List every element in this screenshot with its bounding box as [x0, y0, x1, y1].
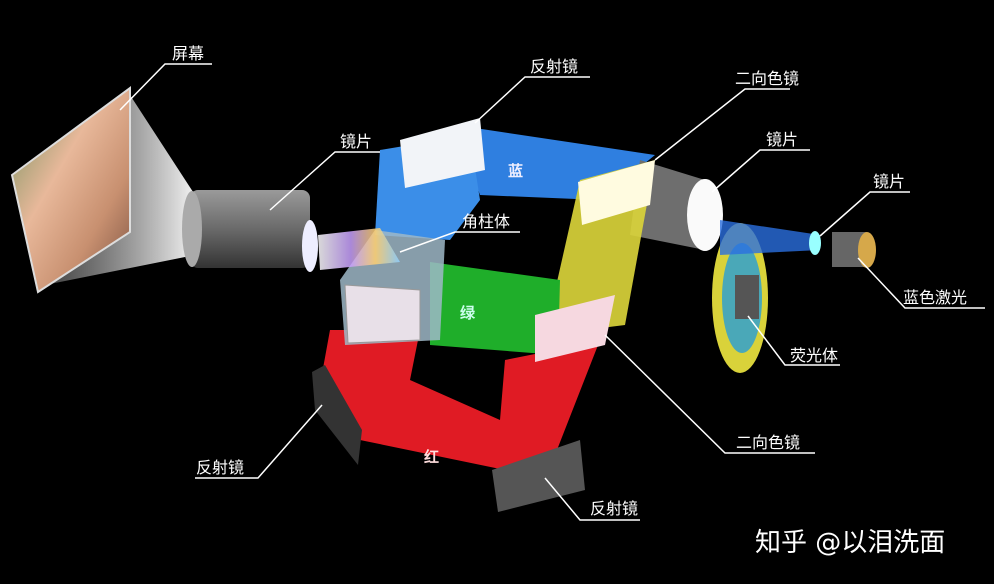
top-dichroic-mirror [578, 160, 655, 225]
label-projection-lens: 镜片 [340, 132, 373, 151]
red-beam [320, 330, 600, 470]
label-top-mirror: 反射镜 [530, 57, 579, 76]
label-blue-laser: 蓝色激光 [903, 288, 968, 307]
projection-lens-body [190, 190, 310, 268]
label-laser-lens: 镜片 [873, 172, 906, 191]
projection-lens-front [182, 191, 202, 267]
green-beam [430, 262, 560, 355]
label-left-mirror: 反射镜 [196, 458, 245, 477]
laser-beam [720, 220, 820, 255]
condenser-lens [687, 179, 723, 251]
laser-source [858, 232, 876, 268]
label-red-beam: 红 [424, 448, 440, 466]
label-screen: 屏幕 [172, 44, 205, 63]
label-top-dichroic: 二向色镜 [735, 69, 800, 88]
bottom-mirror [492, 440, 585, 512]
left-mirror [312, 365, 362, 465]
projection-lens-back [302, 220, 318, 272]
bottom-dichroic-mirror [535, 295, 615, 362]
label-blue-beam: 蓝 [508, 162, 524, 180]
label-green-beam: 绿 [460, 304, 476, 322]
prism-output-beam [318, 228, 400, 270]
label-bottom-dichroic: 二向色镜 [736, 433, 801, 452]
label-phosphor: 荧光体 [790, 346, 839, 365]
leader-lines [119, 63, 985, 521]
top-mirror [400, 118, 485, 188]
prism-front [344, 284, 421, 344]
phosphor-hub [735, 275, 759, 319]
label-bottom-mirror: 反射镜 [590, 499, 639, 518]
watermark: 知乎 @以泪洗面 [755, 528, 946, 558]
label-prism: 角柱体 [462, 212, 511, 231]
laser-lens [809, 231, 821, 255]
screen [10, 86, 131, 294]
label-condenser-lens: 镜片 [766, 130, 799, 149]
